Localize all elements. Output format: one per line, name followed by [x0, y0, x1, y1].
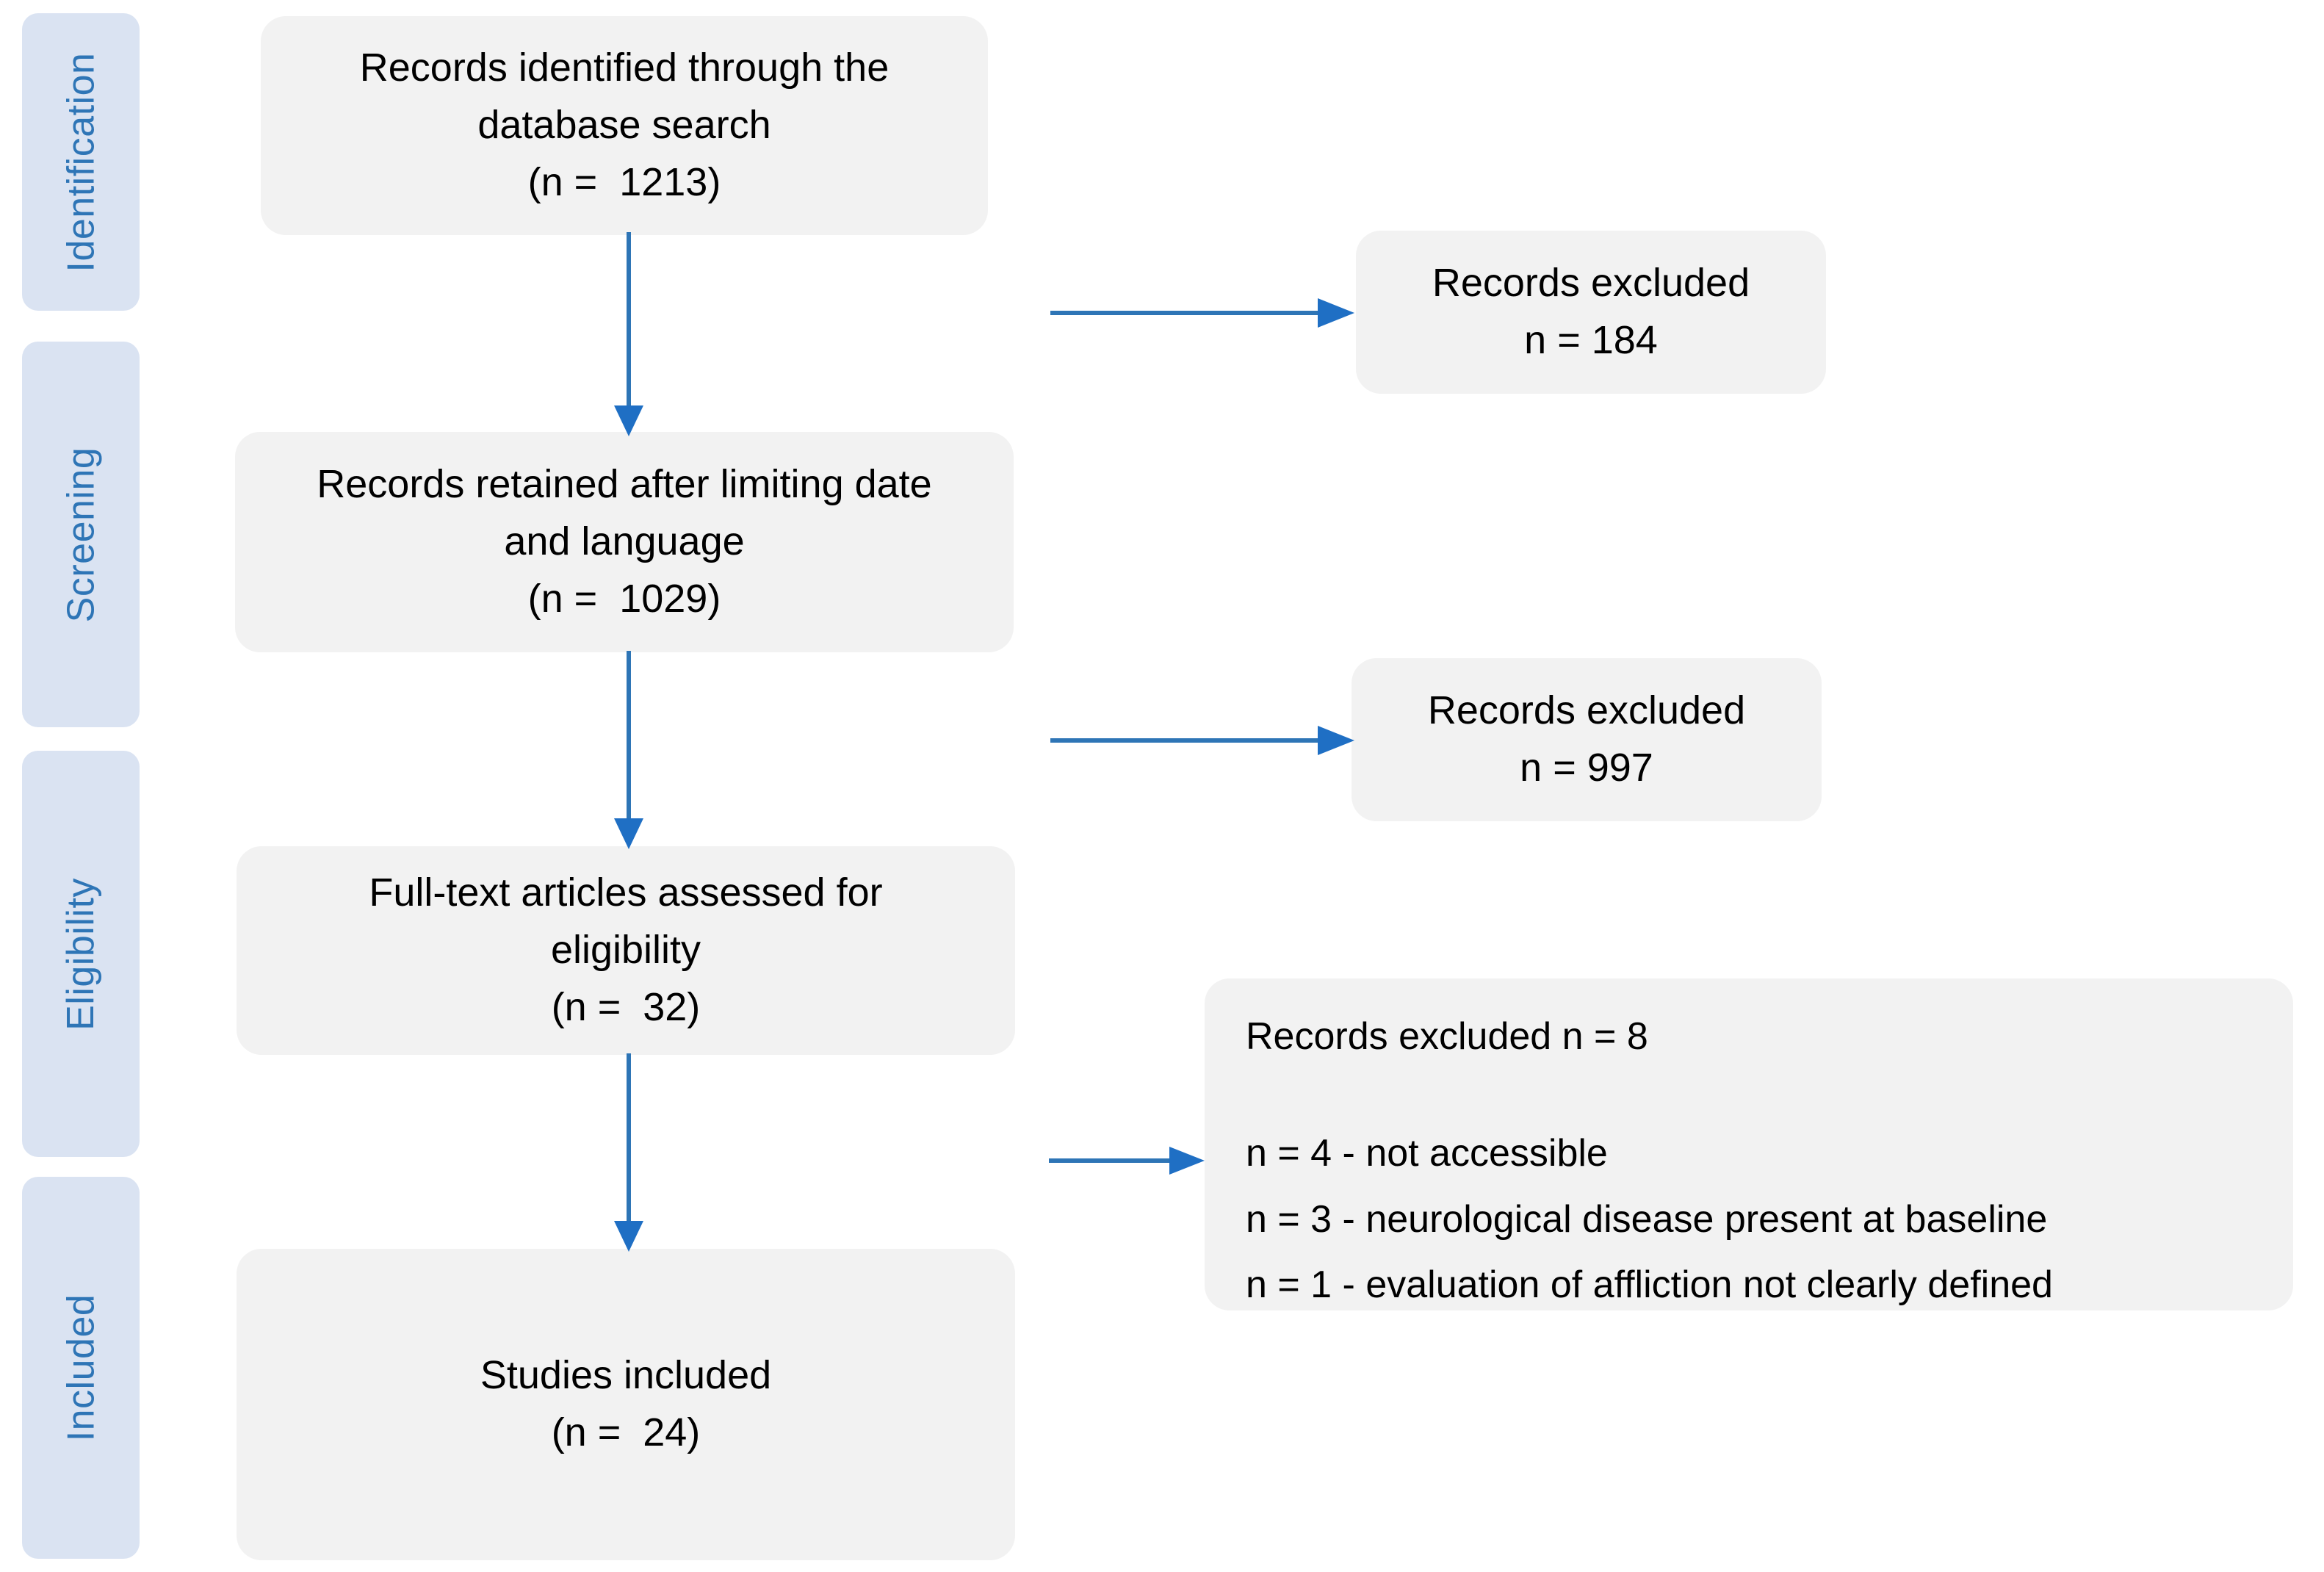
flow-box-count: (n = 32) [551, 984, 701, 1029]
stage-box-eligibility: Eligibility [22, 751, 140, 1157]
flow-box-count: (n = 1029) [527, 576, 721, 621]
arrow-to-records-excluded-reasons [1049, 1140, 1210, 1181]
arrow-to-records-excluded-1 [1050, 291, 1359, 335]
flow-box-line: Full-text articles assessed for [369, 870, 883, 915]
flow-box-count: n = 997 [1520, 746, 1653, 790]
excluded-reason-item: n = 1 - evaluation of affliction not cle… [1246, 1263, 2053, 1307]
stage-label-included: Included [59, 1294, 103, 1442]
excluded-reasons-heading: Records excluded n = 8 [1246, 1015, 1648, 1058]
flow-box-line: eligibility [550, 928, 701, 973]
stage-label-screening: Screening [59, 447, 102, 622]
excluded-reason-item: n = 3 - neurological disease present at … [1246, 1197, 2048, 1241]
stage-label-eligibility: Eligibility [59, 877, 103, 1031]
flow-box-line: Records excluded [1427, 688, 1746, 733]
flow-box-records-excluded-2: Records excluded n = 997 [1352, 658, 1822, 821]
flow-box-records-identified: Records identified through the database … [261, 16, 988, 235]
flow-box-studies-included: Studies included (n = 24) [237, 1249, 1015, 1560]
stage-box-included: Included [22, 1177, 140, 1559]
flow-box-line: Records retained after limiting date [317, 462, 932, 507]
flow-box-records-excluded-reasons: Records excluded n = 8 n = 4 - not acces… [1205, 978, 2293, 1310]
flow-box-line: Records excluded [1432, 261, 1750, 306]
flow-box-line: Studies included [480, 1353, 772, 1398]
stage-label-identification: Identification [59, 52, 102, 272]
arrow-identified-to-retained [602, 232, 655, 438]
arrow-to-records-excluded-2 [1050, 718, 1359, 762]
flow-box-line: and language [504, 519, 745, 564]
stage-box-identification: Identification [22, 13, 140, 311]
flow-box-count: n = 184 [1524, 318, 1658, 362]
flow-box-line: Records identified through the [359, 46, 889, 90]
flow-box-count: (n = 1213) [527, 159, 721, 204]
arrow-retained-to-fulltext [602, 651, 655, 851]
flow-box-records-excluded-1: Records excluded n = 184 [1356, 231, 1826, 394]
flow-box-count: (n = 24) [551, 1410, 701, 1454]
excluded-reason-item: n = 4 - not accessible [1246, 1132, 1608, 1175]
arrow-fulltext-to-included [602, 1053, 655, 1253]
flow-box-line: database search [477, 103, 771, 148]
flow-box-records-retained: Records retained after limiting date and… [235, 432, 1014, 652]
stage-box-screening: Screening [22, 342, 140, 727]
flow-box-fulltext-assessed: Full-text articles assessed for eligibil… [237, 846, 1015, 1055]
